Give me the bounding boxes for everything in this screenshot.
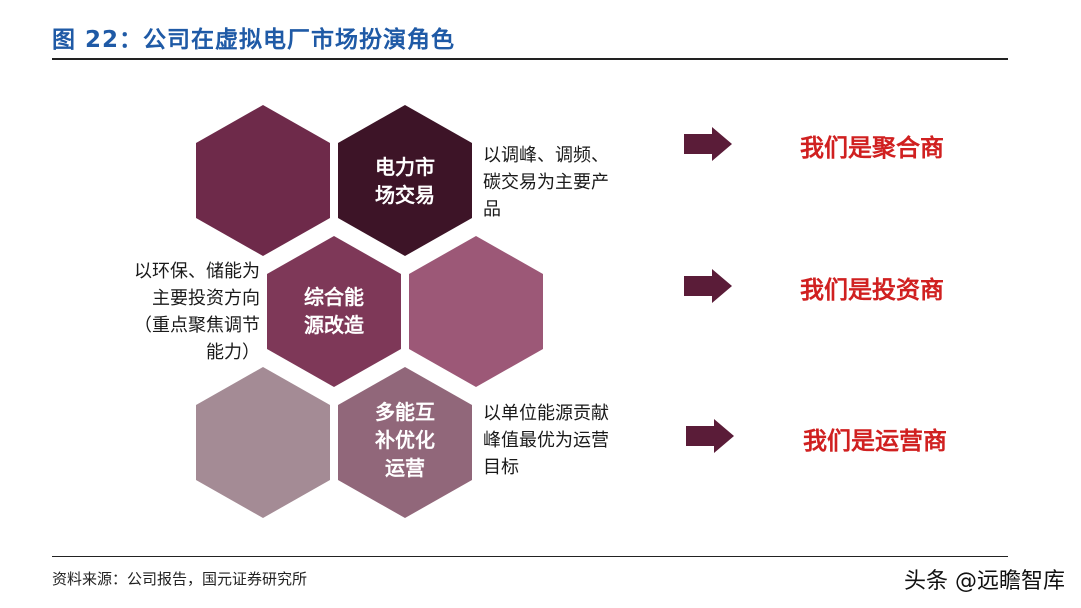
hexagon-top-left (196, 105, 330, 256)
note-multi-energy: 以单位能源贡献 峰值最优为运营 目标 (483, 403, 609, 478)
title-divider (52, 58, 1008, 60)
note-power-market: 以调峰、调频、 碳交易为主要产 品 (483, 145, 609, 220)
arrow-right-icon (686, 419, 734, 453)
hexagon-integrated-energy (267, 236, 401, 387)
figure-title: 图 22：公司在虚拟电厂市场扮演角色 (52, 27, 456, 53)
arrow-right-icon (684, 269, 732, 303)
role-investor: 我们是投资商 (800, 275, 944, 304)
source-note: 资料来源：公司报告，国元证券研究所 (52, 570, 308, 588)
hexagon-label-integrated-energy: 综合能 源改造 (304, 285, 364, 337)
watermark: 头条 @远瞻智库 (904, 569, 1065, 594)
hexagon-label-power-market: 电力市 场交易 (375, 155, 435, 207)
note-integrated-energy: 以环保、储能为 主要投资方向 （重点聚焦调节 能力） (134, 261, 260, 363)
hexagon-label-multi-energy: 多能互 补优化 运营 (375, 400, 435, 480)
hexagon-bottom-left (196, 367, 330, 518)
footer-divider (52, 556, 1008, 557)
role-aggregator: 我们是聚合商 (800, 133, 944, 162)
arrow-right-icon (684, 127, 732, 161)
hexagon-middle-right (409, 236, 543, 387)
hexagon-multi-energy (338, 367, 472, 518)
role-operator: 我们是运营商 (803, 426, 947, 455)
hexagon-power-market (338, 105, 472, 256)
